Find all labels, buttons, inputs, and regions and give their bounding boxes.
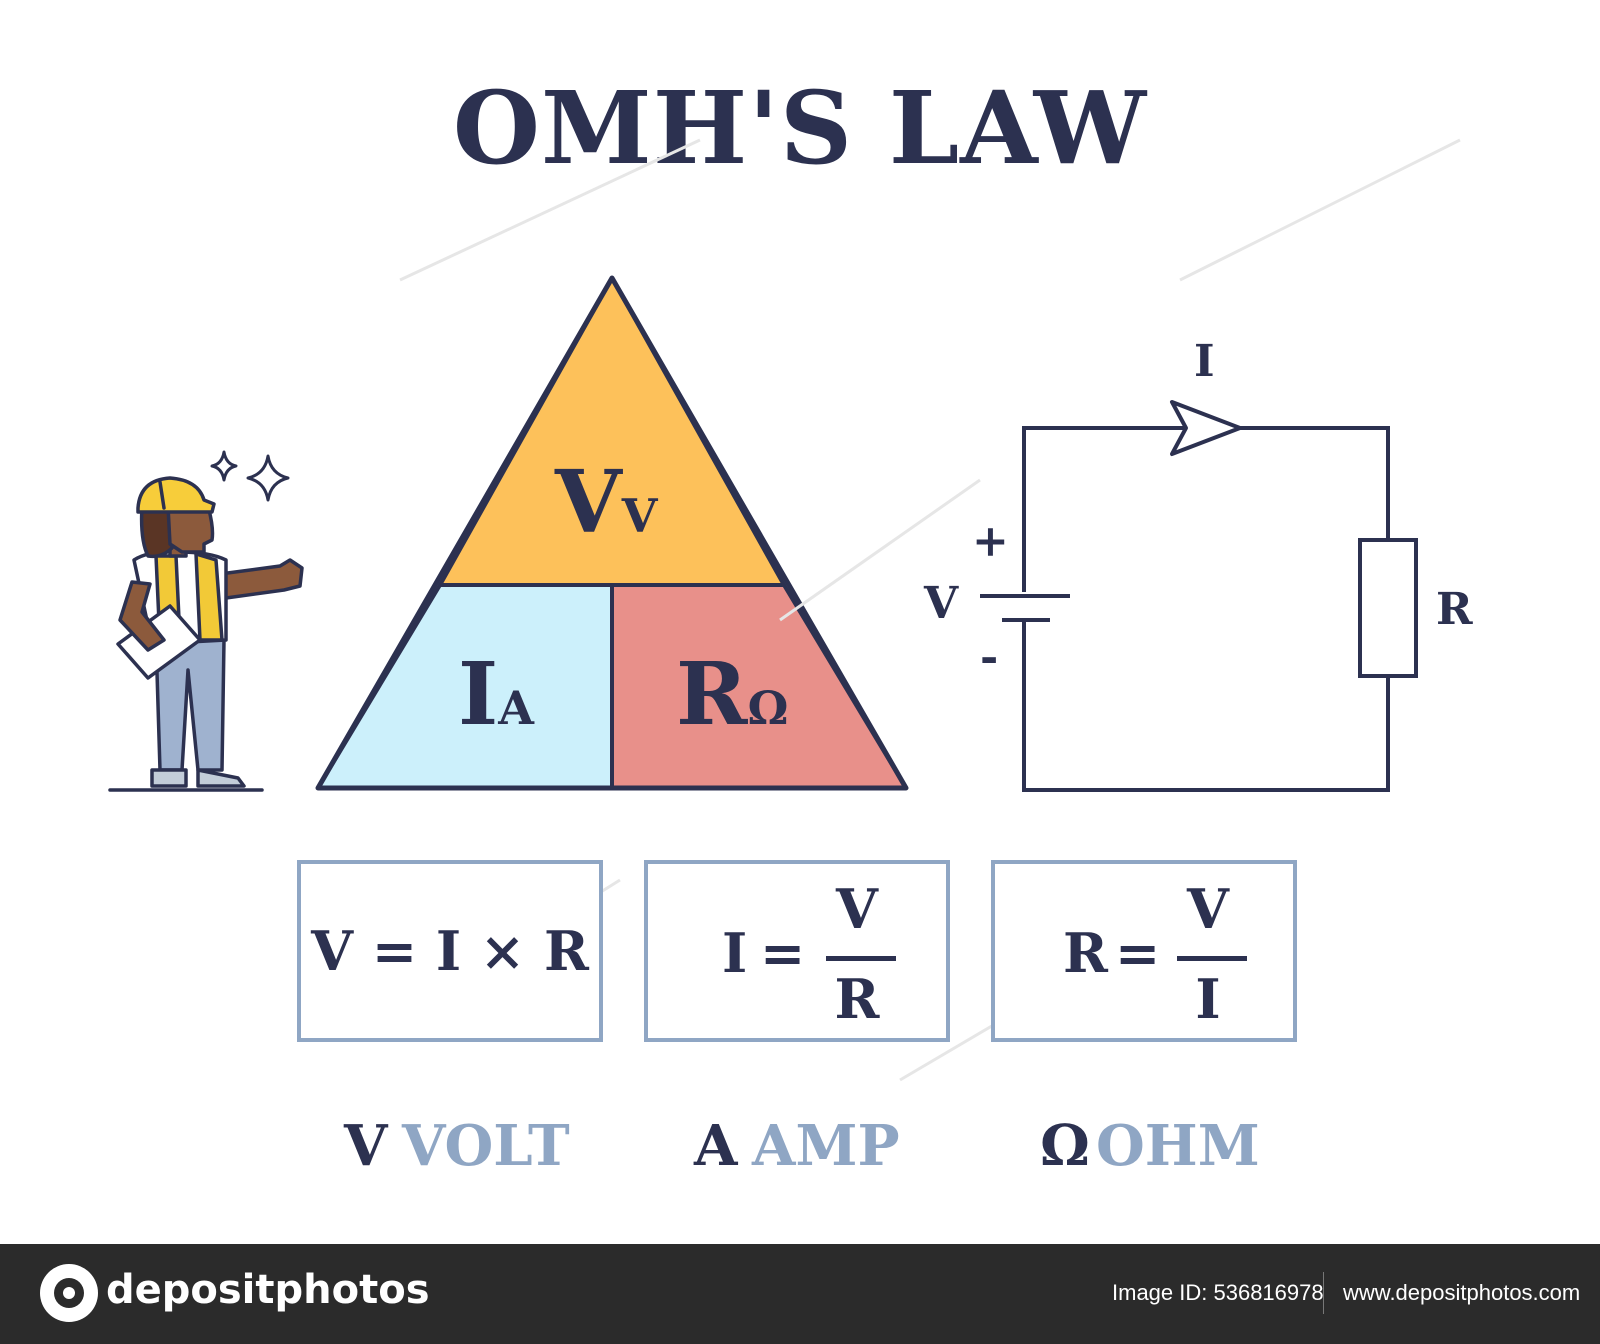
formula-box-resistance: R = V I bbox=[991, 860, 1297, 1042]
current-formula-numerator: V bbox=[836, 877, 878, 941]
triangle-left-label: IA bbox=[458, 652, 534, 738]
resistance-formula-numerator: V bbox=[1187, 877, 1229, 941]
unit-amp-symbol: A bbox=[694, 1113, 738, 1179]
circuit-bottom-wire bbox=[1022, 620, 1390, 792]
current-formula-fraction-bar bbox=[826, 956, 896, 961]
unit-ohm-name: OHM bbox=[1096, 1113, 1260, 1179]
resistance-formula-denominator: I bbox=[1195, 967, 1221, 1031]
voltage-label: V bbox=[924, 578, 959, 629]
unit-volt-symbol: V bbox=[344, 1113, 388, 1179]
triangle-right-label: RΩ bbox=[676, 652, 788, 738]
formula-box-current: I = V R bbox=[644, 860, 950, 1042]
footer-divider bbox=[1323, 1272, 1324, 1314]
current-formula-lhs: I bbox=[722, 921, 748, 985]
hard-hat-icon bbox=[136, 476, 216, 514]
plus-sign: + bbox=[972, 516, 1009, 567]
current-symbol: I bbox=[458, 644, 499, 745]
worker-arm-extended bbox=[218, 558, 304, 600]
site-url-link[interactable]: www.depositphotos.com bbox=[1343, 1280, 1581, 1305]
resistance-symbol: R bbox=[676, 644, 748, 745]
resistor-symbol bbox=[1358, 538, 1418, 678]
triangle-top-label: VV bbox=[555, 460, 657, 546]
diagram-canvas bbox=[108, 138, 1461, 1082]
current-arrow-icon bbox=[1170, 400, 1242, 456]
current-formula-denominator: R bbox=[834, 967, 880, 1031]
current-formula-equals: = bbox=[760, 921, 806, 985]
worker-arm-left bbox=[118, 580, 166, 652]
triangle-outline bbox=[315, 275, 909, 791]
worker-shoe-right bbox=[196, 768, 246, 788]
depositphotos-logo-icon[interactable] bbox=[40, 1264, 98, 1322]
resistance-formula-lhs: R bbox=[1063, 921, 1108, 985]
voltage-formula: V = I × R bbox=[311, 919, 589, 983]
volt-unit-symbol: V bbox=[621, 489, 658, 543]
worker-shoe-left bbox=[150, 768, 188, 788]
circuit-top-wire bbox=[1022, 426, 1390, 592]
worker-figure bbox=[108, 476, 304, 792]
resistance-formula-fraction-bar bbox=[1177, 956, 1247, 961]
brand-name[interactable]: depositphotos bbox=[106, 1267, 430, 1313]
minus-sign: - bbox=[980, 632, 999, 683]
footer-bar: depositphotos Image ID: 536816978 www.de… bbox=[0, 1244, 1600, 1344]
amp-unit-symbol: A bbox=[498, 681, 534, 735]
resistance-formula-equals: = bbox=[1115, 921, 1161, 985]
voltage-symbol: V bbox=[555, 452, 622, 553]
sparkle-icon bbox=[210, 450, 290, 502]
unit-ohm-symbol: Ω bbox=[1040, 1113, 1090, 1179]
circuit-diagram bbox=[980, 400, 1418, 792]
image-id: Image ID: 536816978 bbox=[1112, 1280, 1324, 1305]
unit-amp-name: AMP bbox=[752, 1113, 900, 1179]
resistor-label: R bbox=[1436, 584, 1473, 635]
ohm-unit-symbol: Ω bbox=[747, 681, 789, 735]
current-label: I bbox=[1194, 336, 1215, 387]
page-title: OMH'S LAW bbox=[452, 69, 1148, 187]
worker-hair bbox=[139, 504, 174, 559]
formula-box-voltage: V = I × R bbox=[297, 860, 603, 1042]
unit-volt-name: VOLT bbox=[402, 1113, 570, 1179]
